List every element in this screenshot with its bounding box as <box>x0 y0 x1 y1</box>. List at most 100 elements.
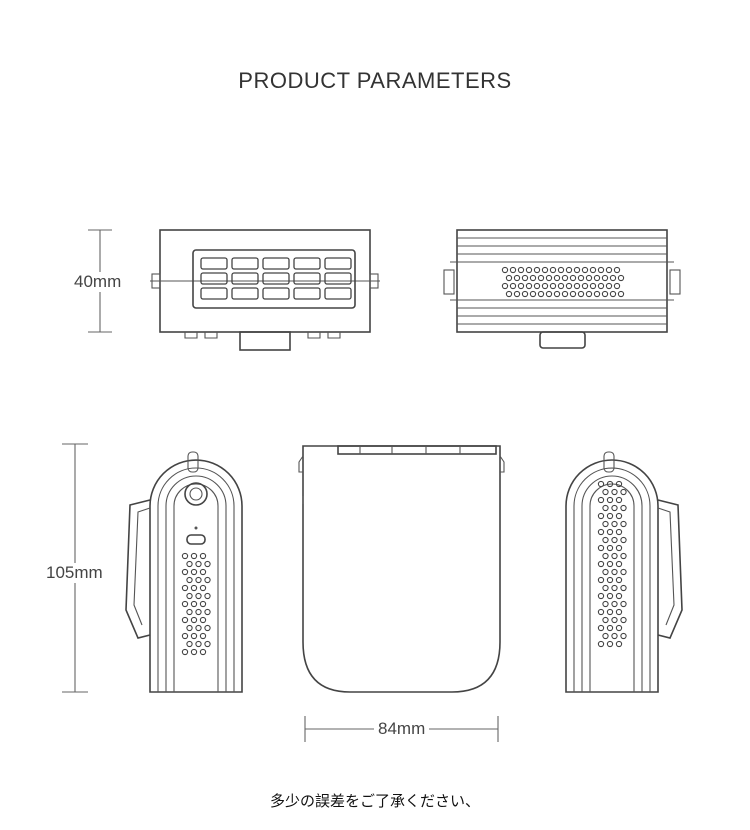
perforation-dot <box>545 290 553 298</box>
vent-slot <box>200 257 228 270</box>
disclaimer-note: 多少の誤差をご了承ください、 <box>269 792 480 810</box>
perforation-dot <box>513 274 521 282</box>
perforation-dot <box>549 282 557 290</box>
perforation-dot <box>597 544 605 552</box>
perforation-dot <box>195 560 202 568</box>
perforation-dot <box>573 282 581 290</box>
perforation-dot <box>509 282 517 290</box>
perforation-dot <box>615 576 623 584</box>
perforation-dot <box>620 536 627 544</box>
perforation-dot <box>181 568 189 576</box>
perforation-dot <box>199 632 207 640</box>
vent-slot <box>324 257 352 270</box>
perforation-dot <box>186 576 193 584</box>
perforation-dot <box>605 266 613 274</box>
perforation-dot <box>615 528 623 536</box>
perforation-dot <box>513 290 521 298</box>
perforation-dot <box>620 616 627 624</box>
vent-slot <box>200 287 228 300</box>
perforation-dot <box>509 266 517 274</box>
perforation-dot <box>190 632 198 640</box>
perforation-dot <box>585 290 593 298</box>
perforation-dot <box>195 624 202 632</box>
side-view-right <box>565 451 683 693</box>
perforation-dot <box>204 592 211 600</box>
perforation-dot <box>617 274 625 282</box>
perforation-dot <box>195 640 202 648</box>
perforation-dot <box>525 282 533 290</box>
dimension-label-84mm: 84mm <box>374 719 430 739</box>
perforation-dot <box>186 608 193 616</box>
perforation-dot <box>613 266 621 274</box>
perforation-dot <box>615 640 623 648</box>
perforation-dot <box>615 560 623 568</box>
perforation-dot <box>615 480 623 488</box>
perforation-dot <box>593 290 601 298</box>
perforation-dot <box>561 274 569 282</box>
perforation-dot <box>589 282 597 290</box>
side-view-left <box>125 451 243 693</box>
perforation-dot <box>199 648 207 656</box>
perforation-dot <box>611 552 618 560</box>
perforation-dot <box>605 282 613 290</box>
perforation-dot <box>606 592 614 600</box>
perforation-dot <box>505 274 513 282</box>
perforation-dot <box>190 552 198 560</box>
perforation-dot <box>615 592 623 600</box>
perforation-dot <box>517 266 525 274</box>
perforation-dot <box>565 282 573 290</box>
perforation-dot <box>521 274 529 282</box>
top-front-view <box>150 229 380 351</box>
perforation-dot <box>199 600 207 608</box>
perforation-dot <box>602 488 609 496</box>
perforation-dot <box>541 282 549 290</box>
perforation-dot <box>601 274 609 282</box>
dimension-label-40mm: 40mm <box>70 272 126 292</box>
vent-slot <box>262 257 290 270</box>
perforation-dot <box>611 568 618 576</box>
perforation-dot <box>204 576 211 584</box>
perforation-dot <box>620 504 627 512</box>
dimension-label-105mm: 105mm <box>42 563 107 583</box>
perforation-dot <box>615 512 623 520</box>
perforation-dot <box>611 488 618 496</box>
perforation-dot <box>581 282 589 290</box>
perforation-dot <box>620 568 627 576</box>
perforation-dot <box>620 488 627 496</box>
vent-slot <box>293 287 321 300</box>
perforation-dot <box>611 584 618 592</box>
perforation-dot <box>181 600 189 608</box>
perforation-dot <box>553 290 561 298</box>
perforation-dot <box>565 266 573 274</box>
perforation-dot <box>541 266 549 274</box>
perforation-dot <box>505 290 513 298</box>
perforation-dot <box>620 632 627 640</box>
perforation-dot <box>199 552 207 560</box>
perforation-dot <box>606 496 614 504</box>
top-side-view <box>443 229 681 349</box>
perforation-dot <box>617 290 625 298</box>
perforation-dot <box>602 632 609 640</box>
vent-slot <box>231 287 259 300</box>
perforation-dot <box>606 576 614 584</box>
perforation-dot <box>606 480 614 488</box>
perforation-dot <box>199 568 207 576</box>
perforation-dot <box>615 544 623 552</box>
perforation-dot <box>597 608 605 616</box>
vent-slot <box>231 257 259 270</box>
perforation-dot <box>597 560 605 568</box>
perforation-dot <box>606 640 614 648</box>
perforation-dot <box>186 640 193 648</box>
perforation-dot <box>199 584 207 592</box>
perforation-dot <box>557 266 565 274</box>
perforation-dot <box>611 520 618 528</box>
perforation-dot <box>204 560 211 568</box>
vent-slot <box>324 287 352 300</box>
perforation-dot <box>611 616 618 624</box>
perforation-dot <box>190 584 198 592</box>
perforation-dot <box>186 592 193 600</box>
perforation-dot <box>186 560 193 568</box>
perforation-dot <box>597 480 605 488</box>
perforation-dot <box>615 496 623 504</box>
perforation-dot <box>545 274 553 282</box>
